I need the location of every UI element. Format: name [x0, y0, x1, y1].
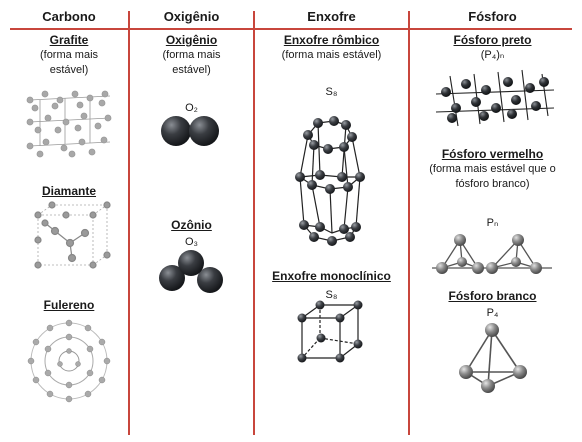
monoclinico-formula: S₈ — [325, 289, 338, 301]
fosforo-preto-name: Fósforo preto — [453, 33, 532, 47]
column-divider-1 — [128, 11, 130, 435]
monoclinico-name: Enxofre monoclínico — [272, 269, 391, 283]
rombico-label: Enxofre rômbico (forma mais estável) — [255, 33, 408, 63]
ozonio-formula: O₃ — [184, 236, 199, 248]
header-fosforo: Fósforo — [468, 9, 517, 24]
header-carbono: Carbono — [42, 9, 96, 24]
fosforo-preto-formula: (P₄)ₙ — [480, 49, 505, 61]
grafite-note: (forma mais estável) — [39, 49, 99, 76]
enxofre-rombico-structure — [295, 116, 365, 246]
rombico-note: (forma mais estável) — [281, 49, 382, 61]
o2-molecule — [161, 116, 219, 146]
grafite-label: Grafite (forma mais estável) — [10, 33, 128, 78]
ozonio-label: Ozônio — [130, 218, 253, 233]
fosforo-preto-structure — [435, 69, 555, 127]
fosforo-preto-label: Fósforo preto (P₄)ₙ — [410, 33, 575, 63]
fosforo-branco-name: Fósforo branco — [448, 289, 537, 303]
fosforo-branco-label: Fósforo branco P₄ — [410, 289, 575, 321]
fosforo-vermelho-structure — [432, 234, 552, 274]
diamante-label: Diamante — [10, 184, 128, 199]
fosforo-branco-formula: P₄ — [486, 307, 499, 319]
fulereno-structure — [27, 319, 111, 403]
oxigenio-formula: O₂ — [185, 102, 198, 114]
grafite-name: Grafite — [49, 33, 89, 47]
oxigenio-note: (forma mais estável) — [162, 49, 221, 76]
grafite-structure — [26, 90, 112, 158]
oxigenio-name: Oxigênio — [165, 33, 218, 47]
fulereno-name: Fulereno — [43, 298, 95, 312]
rombico-formula: S₈ — [325, 86, 338, 98]
header-oxigenio: Oxigênio — [163, 9, 220, 24]
fulereno-label: Fulereno — [10, 298, 128, 313]
column-divider-2 — [253, 11, 255, 435]
diamante-structure — [34, 201, 111, 269]
column-divider-3 — [408, 11, 410, 435]
ozonio-name: Ozônio — [171, 218, 212, 232]
fosforo-vermelho-formula: Pₙ — [486, 217, 499, 229]
rombico-name: Enxofre rômbico — [283, 33, 380, 47]
fosforo-vermelho-note: (forma mais estável que o fósforo branco… — [429, 163, 556, 190]
o3-molecule — [159, 250, 223, 293]
fosforo-vermelho-label: Fósforo vermelho (forma mais estável que… — [410, 147, 575, 192]
fosforo-branco-structure — [459, 323, 527, 393]
enxofre-monoclinico-structure — [297, 300, 363, 363]
diamante-name: Diamante — [41, 184, 97, 198]
fosforo-vermelho-name: Fósforo vermelho — [441, 147, 544, 161]
monoclinico-label: Enxofre monoclínico — [255, 269, 408, 284]
header-divider — [10, 28, 572, 30]
header-enxofre: Enxofre — [307, 9, 356, 24]
oxigenio-label: Oxigênio (forma mais estável) — [130, 33, 253, 78]
